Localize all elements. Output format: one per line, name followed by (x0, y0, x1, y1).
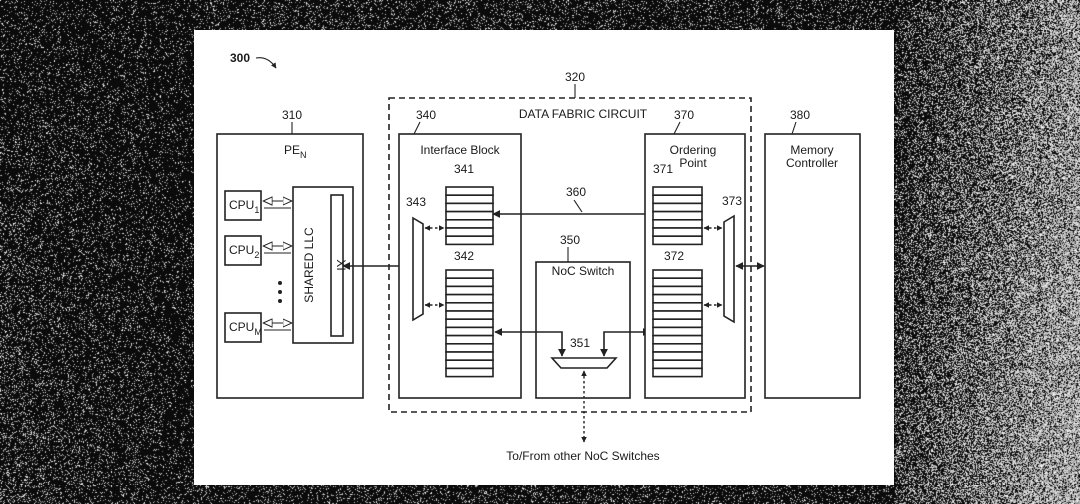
cpu-m-label: CPUM (229, 320, 262, 337)
noc-switch-box (535, 261, 631, 399)
queue-341-cell (445, 210, 494, 221)
interface-block-ref: 340 (416, 108, 436, 122)
ordering-point-title-1: Ordering (670, 143, 717, 157)
queue-342-cell (445, 310, 494, 320)
interface-block-title: Interface Block (420, 143, 500, 157)
memory-controller-title-1: Memory (790, 143, 833, 157)
queue-371-cell (652, 194, 703, 205)
mux-343-ref: 343 (406, 195, 426, 209)
queue-342-cell (445, 367, 494, 378)
queue-372-ref: 372 (664, 249, 684, 263)
queue-371-cell (652, 235, 703, 246)
queue-342-cell (445, 359, 494, 370)
cpu-m: CPUM (224, 312, 262, 343)
noc-mux-351 (550, 357, 618, 369)
block-diagram: 300 310 PEN CPU1 CPU2 CPUM SHARED LLC XI… (216, 51, 861, 463)
queue-371-cell (652, 227, 703, 237)
queue-371 (652, 186, 703, 246)
queue-371-cell (652, 219, 703, 229)
cpu-2: CPU2 (224, 235, 262, 266)
ordering-mux-373 (723, 214, 735, 324)
queue-372 (652, 269, 703, 378)
cpu-2-box (224, 235, 262, 266)
link-360-ref: 360 (566, 185, 586, 199)
cpu-1-box (224, 190, 262, 221)
noc-mux-to-queue372-link (600, 328, 651, 357)
ordering-point-title-2: Point (679, 156, 707, 170)
queue-372-cell (652, 342, 703, 353)
queue-372-cell (652, 293, 703, 304)
queue-341-cell (445, 202, 494, 213)
xi-label: XI (334, 259, 348, 270)
cpu-llc-connectors (264, 201, 291, 331)
data-fabric-circuit-boundary (388, 97, 752, 413)
noc-switch-title: NoC Switch (552, 264, 615, 278)
queue-371-cell (652, 210, 703, 221)
cpu-ellipsis (278, 281, 282, 303)
queue-342-cell (445, 318, 494, 329)
queue-372-cell (652, 318, 703, 329)
cpu-2-label: CPU2 (229, 243, 259, 260)
queue-341-cell (445, 235, 494, 246)
queue-372-cell (652, 351, 703, 361)
queue-342-cell (445, 293, 494, 304)
queue-372-cell (652, 326, 703, 337)
mux-351-ref: 351 (570, 336, 590, 350)
memory-controller-box (764, 133, 861, 399)
queue-342 (445, 269, 494, 378)
pe-ref: 310 (282, 108, 302, 122)
interface-block-ref-leader (413, 121, 421, 135)
figure-label-arrow (255, 57, 277, 69)
queue-372-cell (652, 367, 703, 378)
cpu-1-label: CPU1 (229, 198, 259, 215)
queue-372-cell (652, 277, 703, 288)
queue-372-cell (652, 359, 703, 370)
queue-372-cell (652, 310, 703, 320)
queue-341-cell (445, 186, 494, 196)
queue-372-cell (652, 334, 703, 345)
link-360-leader (573, 199, 583, 213)
queue-371-cell (652, 202, 703, 213)
queue342-to-noc-mux-link (494, 328, 566, 357)
queue-372-cell (652, 301, 703, 312)
queue-342-cell (445, 351, 494, 361)
queue-342-cell (445, 277, 494, 288)
queue-341-ref: 341 (454, 162, 474, 176)
queue-341 (445, 186, 494, 246)
queue-342-cell (445, 334, 494, 345)
queue-342-cell (445, 301, 494, 312)
figure-label: 300 (230, 51, 250, 65)
cpu-1: CPU1 (224, 190, 262, 221)
shared-llc-label: SHARED LLC (302, 227, 316, 303)
ordering-point-ref: 370 (674, 108, 694, 122)
queue-342-ref: 342 (454, 249, 474, 263)
memory-controller-title-2: Controller (786, 156, 838, 170)
noc-switch-ref: 350 (560, 233, 580, 247)
queue-372-cell (652, 269, 703, 279)
queue-371-ref: 371 (653, 162, 673, 176)
cpu-m-box (224, 312, 262, 343)
memory-controller-ref-leader (791, 121, 797, 135)
memory-controller-ref: 380 (790, 108, 810, 122)
ordering-point-ref-leader (673, 121, 681, 135)
queue-342-cell (445, 285, 494, 296)
data-fabric-title: DATA FABRIC CIRCUIT (519, 107, 648, 121)
queue-342-cell (445, 326, 494, 337)
pe-title: PEN (284, 143, 307, 160)
queue-341-cell (445, 227, 494, 237)
queue-342-cell (445, 342, 494, 353)
data-fabric-ref: 320 (565, 70, 585, 84)
queue-372-cell (652, 285, 703, 296)
queue-341-cell (445, 219, 494, 229)
patent-figure-sheet: 300 310 PEN CPU1 CPU2 CPUM SHARED LLC XI… (194, 30, 894, 485)
queue-342-cell (445, 269, 494, 279)
queue-371-cell (652, 186, 703, 196)
mux-373-ref: 373 (722, 194, 742, 208)
noc-external-label: To/From other NoC Switches (506, 449, 659, 463)
interface-mux-343 (412, 216, 424, 322)
queue-341-cell (445, 194, 494, 205)
